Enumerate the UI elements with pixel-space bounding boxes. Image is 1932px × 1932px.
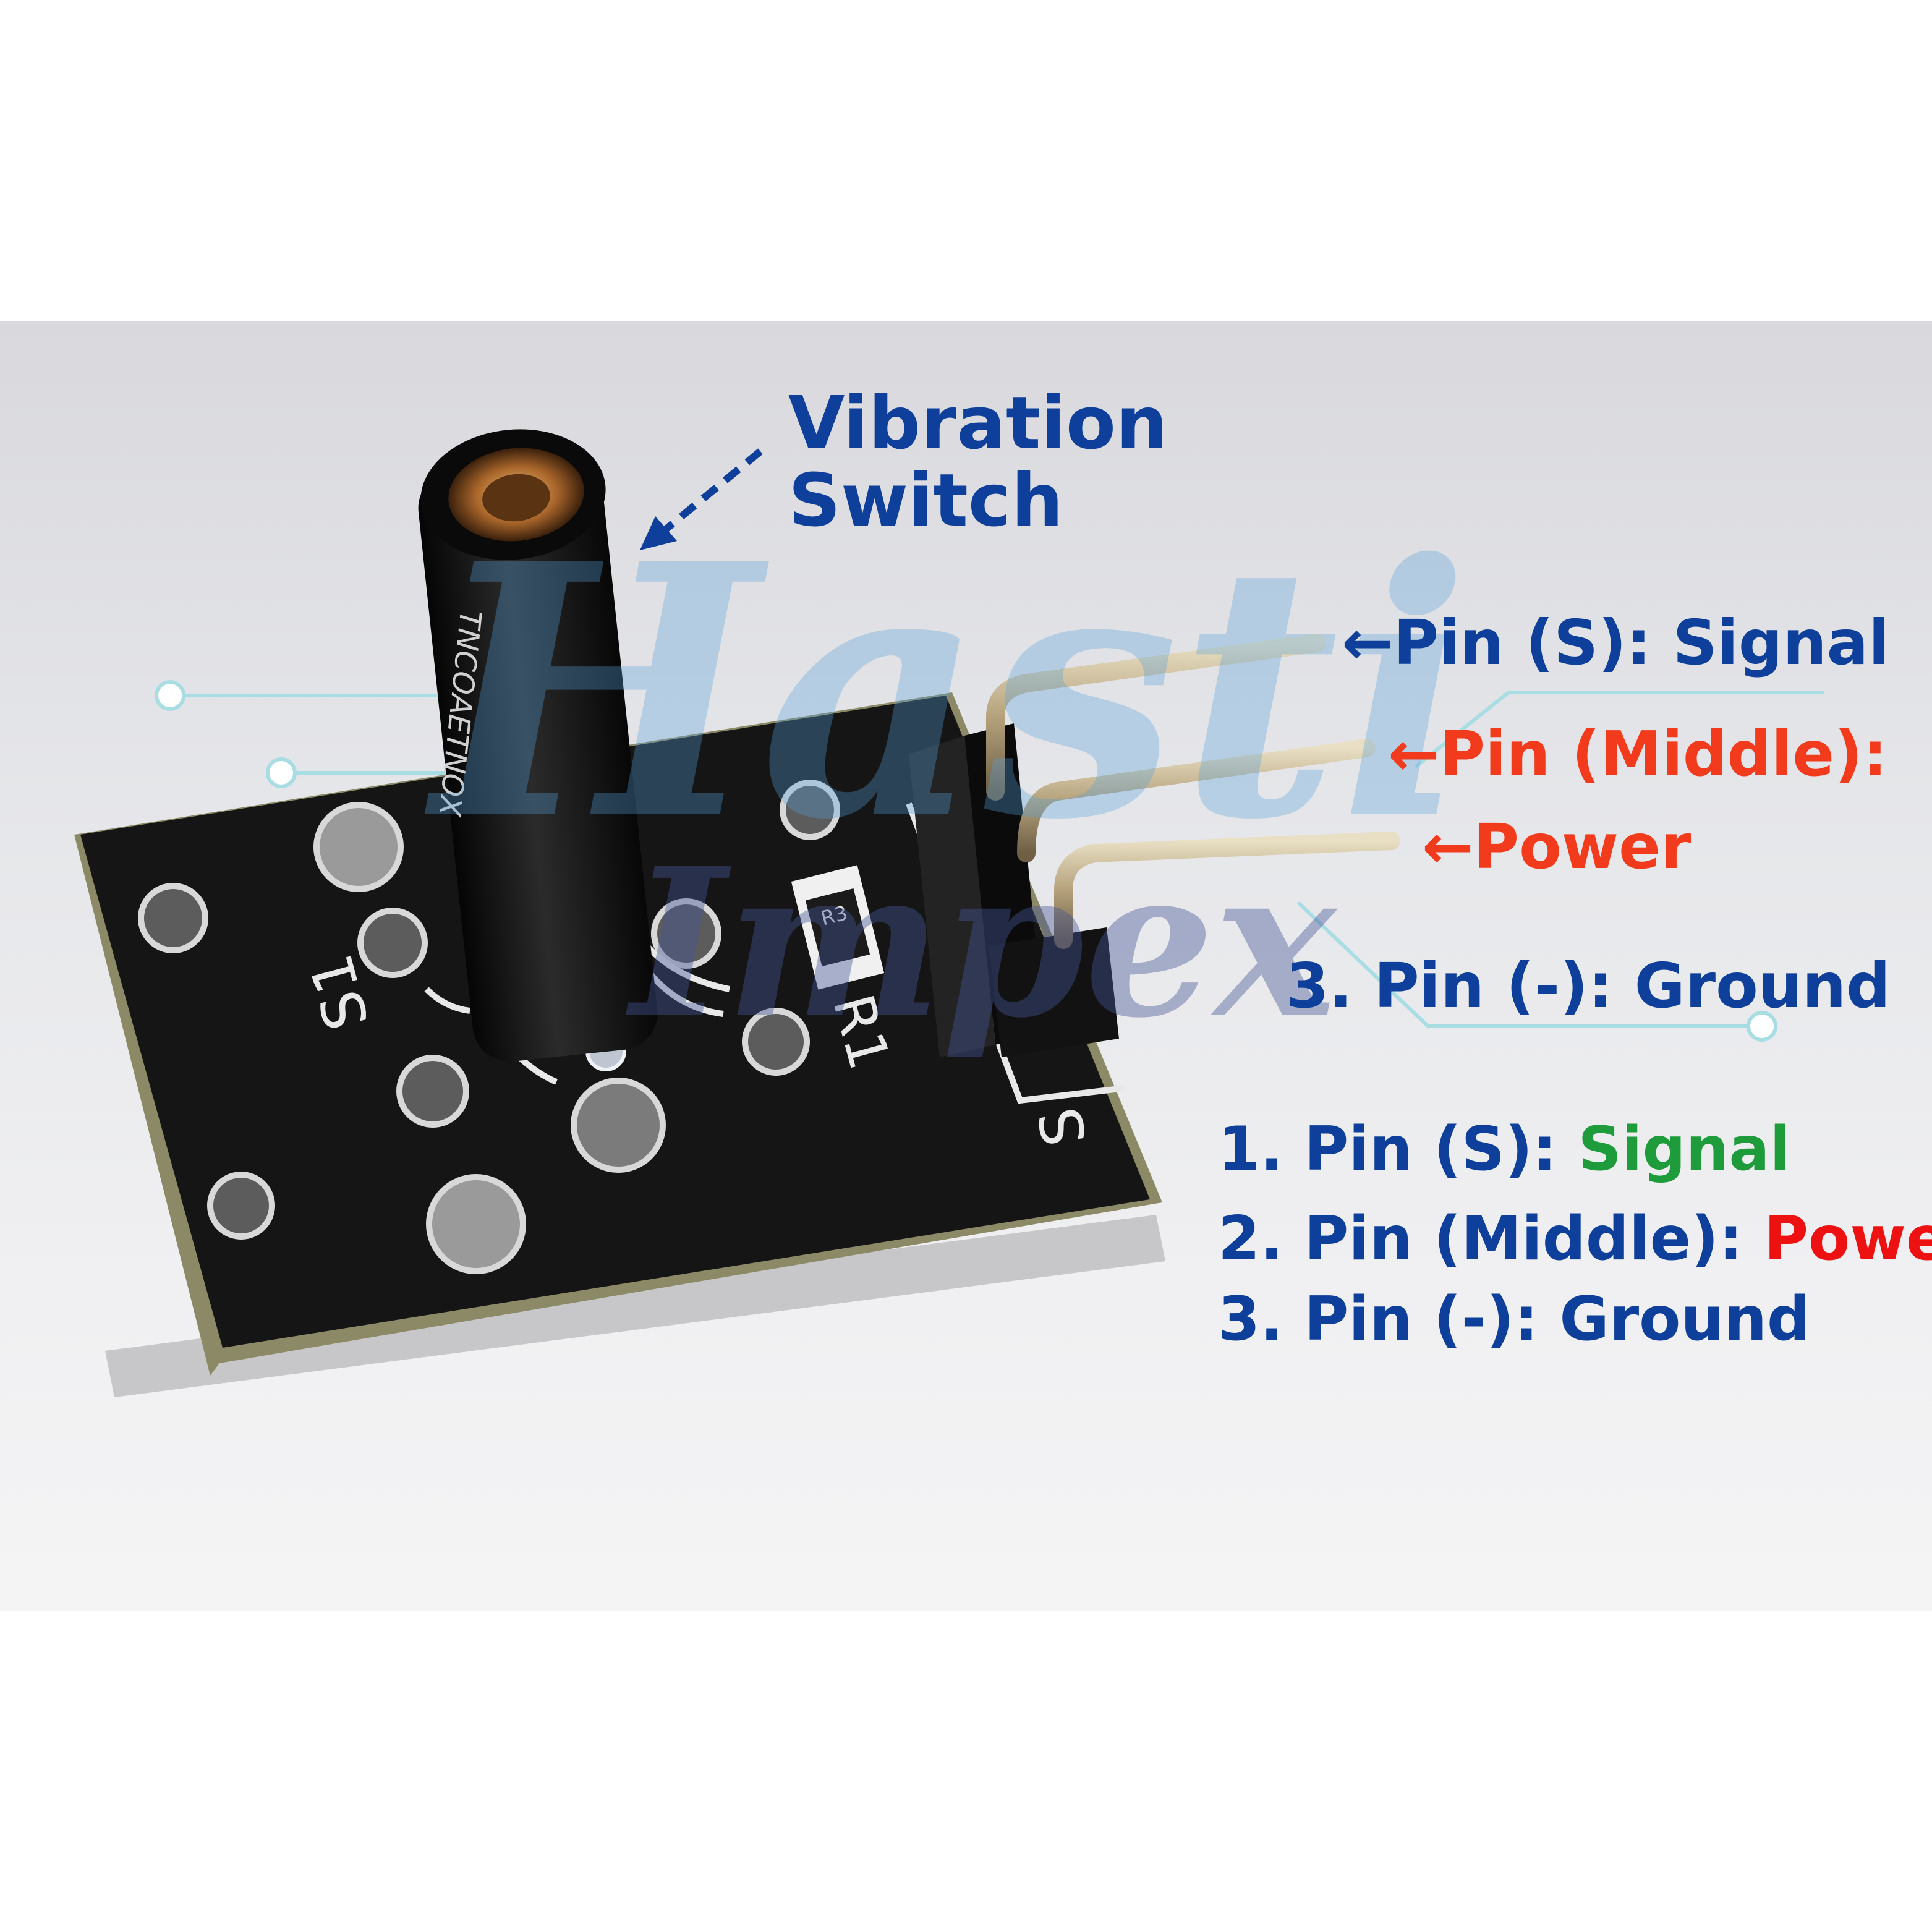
pin-power-callout: ←Power bbox=[1422, 816, 1691, 878]
legend-item-3: 3. Pin (-): Ground bbox=[1218, 1289, 1810, 1350]
switch-label-s1: S1 bbox=[297, 947, 383, 1037]
legend-item-2: 2. Pin (Middle): Power bbox=[1218, 1209, 1932, 1269]
pin-header bbox=[909, 723, 1119, 1057]
legend-item-3-prefix: 3. Pin (-): bbox=[1218, 1284, 1560, 1355]
legend-item-1: 1. Pin (S): Signal bbox=[1218, 1119, 1790, 1180]
legend-item-2-value: Power bbox=[1764, 1204, 1932, 1274]
resistor-code: R3 bbox=[819, 901, 850, 930]
vibration-switch-callout-line1: Vibration bbox=[788, 380, 1168, 466]
legend-item-1-value: Signal bbox=[1578, 1114, 1791, 1185]
legend-item-3-value: Ground bbox=[1559, 1284, 1811, 1355]
legend-item-2-prefix: 2. Pin (Middle): bbox=[1218, 1204, 1764, 1274]
resistor bbox=[791, 865, 885, 990]
arrow-left-icon: ← bbox=[1422, 811, 1474, 883]
pin-signal-callout: ←Pin (S): Signal bbox=[1342, 612, 1889, 674]
pcb-holes bbox=[138, 780, 840, 1274]
pin-power-text: Power bbox=[1473, 811, 1692, 883]
pin-middle-callout: ←Pin (Middle): bbox=[1388, 723, 1887, 785]
pin-middle-text: Pin (Middle): bbox=[1439, 718, 1887, 790]
vibration-switch-tube bbox=[418, 429, 658, 1062]
resistor-label-r1: R1 bbox=[820, 987, 902, 1076]
header-pins bbox=[986, 634, 1400, 949]
arrow-left-icon: ← bbox=[1388, 718, 1440, 790]
vibration-switch-callout-line2: Switch bbox=[788, 457, 1063, 543]
pcb-shadow bbox=[105, 1215, 1165, 1397]
pin-ground-callout: 3. Pin (-): Ground bbox=[1286, 950, 1891, 1022]
legend-item-1-prefix: 1. Pin (S): bbox=[1218, 1114, 1578, 1185]
module-illustration bbox=[74, 429, 1824, 1397]
pin-signal-text: Pin (S): Signal bbox=[1393, 606, 1890, 679]
arrow-left-icon: ← bbox=[1342, 606, 1394, 679]
